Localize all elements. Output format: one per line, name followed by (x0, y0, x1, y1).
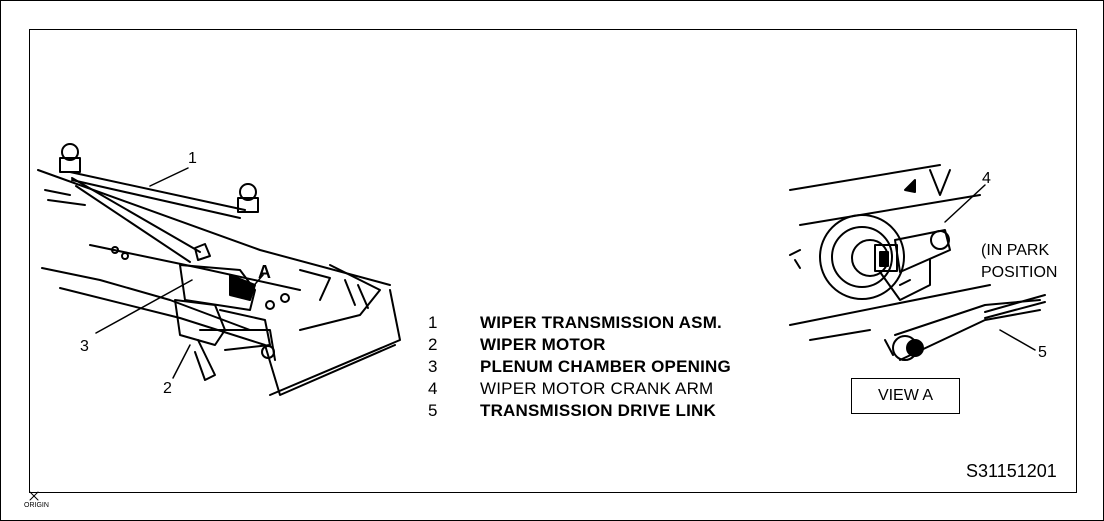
view-a-detail (789, 164, 1046, 361)
view-a-label: VIEW A (851, 378, 960, 414)
legend-number: 3 (428, 357, 438, 376)
callout-1: 1 (188, 150, 197, 167)
park-note-line1: (IN PARK (981, 242, 1050, 259)
figure-code: S31151201 (966, 461, 1057, 481)
callout-3: 3 (80, 338, 89, 355)
legend-item: 3 PLENUM CHAMBER OPENING (428, 356, 731, 378)
wiper-transmission (59, 143, 259, 263)
callout-4: 4 (982, 170, 991, 187)
callout-2: 2 (163, 380, 172, 397)
legend-text: WIPER MOTOR (480, 335, 606, 354)
legend-text: WIPER TRANSMISSION ASM. (480, 313, 722, 332)
view-marker-a: A (258, 262, 271, 282)
leader-lines (95, 167, 264, 379)
legend-number: 2 (428, 335, 438, 354)
legend-item: 4 WIPER MOTOR CRANK ARM (428, 378, 731, 400)
legend-text: WIPER MOTOR CRANK ARM (480, 379, 714, 398)
inner-frame (29, 29, 1077, 493)
origin-crosshair (29, 491, 39, 501)
callout-5: 5 (1038, 344, 1047, 361)
legend-number: 5 (428, 401, 438, 420)
legend-item: 5 TRANSMISSION DRIVE LINK (428, 400, 731, 422)
legend-number: 4 (428, 379, 438, 398)
park-position-note: (IN PARK POSITION (981, 240, 1057, 284)
legend-number: 1 (428, 313, 438, 332)
parts-legend: 1 WIPER TRANSMISSION ASM. 2 WIPER MOTOR … (428, 312, 731, 422)
wiper-motor (174, 264, 275, 381)
legend-text: TRANSMISSION DRIVE LINK (480, 401, 717, 420)
origin-label: ORIGIN (24, 502, 49, 509)
legend-item: 2 WIPER MOTOR (428, 334, 731, 356)
legend-item: 1 WIPER TRANSMISSION ASM. (428, 312, 731, 334)
legend-text: PLENUM CHAMBER OPENING (480, 357, 731, 376)
park-note-line2: POSITION (981, 264, 1058, 281)
